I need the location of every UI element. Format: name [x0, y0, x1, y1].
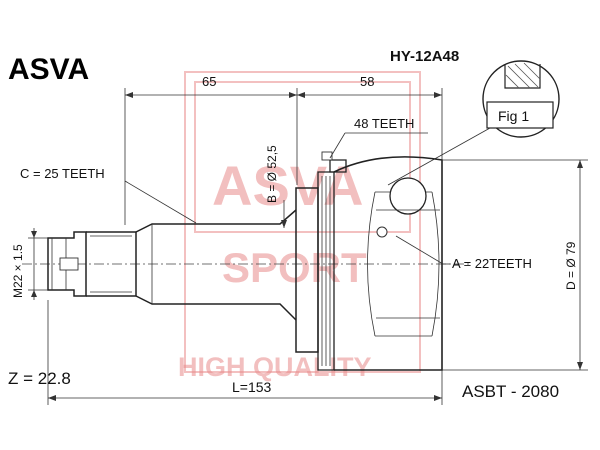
z-value-label: Z = 22.8	[8, 369, 71, 388]
watermark-brand: ASVA	[212, 154, 363, 217]
brand-logo: ASVA	[8, 53, 89, 86]
bottom-dimension	[47, 300, 443, 405]
diameter-d-label: D = Ø 79	[564, 241, 578, 290]
dim-left-length: 65	[202, 74, 216, 89]
b-dimension	[281, 200, 287, 228]
diameter-b-label: B = Ø 52,5	[265, 145, 279, 203]
top-dimensions: 65 58	[124, 74, 443, 225]
right-dimension	[442, 159, 588, 371]
abs-teeth-label: 48 TEETH	[354, 116, 414, 131]
dim-right-length: 58	[360, 74, 374, 89]
total-length-label: L=153	[232, 379, 272, 395]
part-number: HY-12A48	[390, 48, 459, 65]
watermark-quality: HIGH QUALITY	[178, 352, 372, 382]
inner-spline-label: A = 22TEETH	[452, 256, 532, 271]
outer-spline-label: C = 25 TEETH	[20, 166, 105, 181]
fig-detail: Fig 1	[387, 60, 560, 186]
left-dimension	[28, 228, 48, 300]
watermark-frame	[184, 71, 421, 373]
fig-label: Fig 1	[498, 108, 529, 124]
reference-number: ASBT - 2080	[462, 382, 559, 401]
outer-housing	[295, 151, 443, 371]
thread-label: M22 × 1.5	[11, 244, 25, 298]
leaders	[124, 132, 450, 265]
watermark: ASVA SPORT HIGH QUALITY	[178, 71, 421, 382]
watermark-sport: SPORT	[222, 244, 367, 291]
shaft	[47, 209, 297, 321]
